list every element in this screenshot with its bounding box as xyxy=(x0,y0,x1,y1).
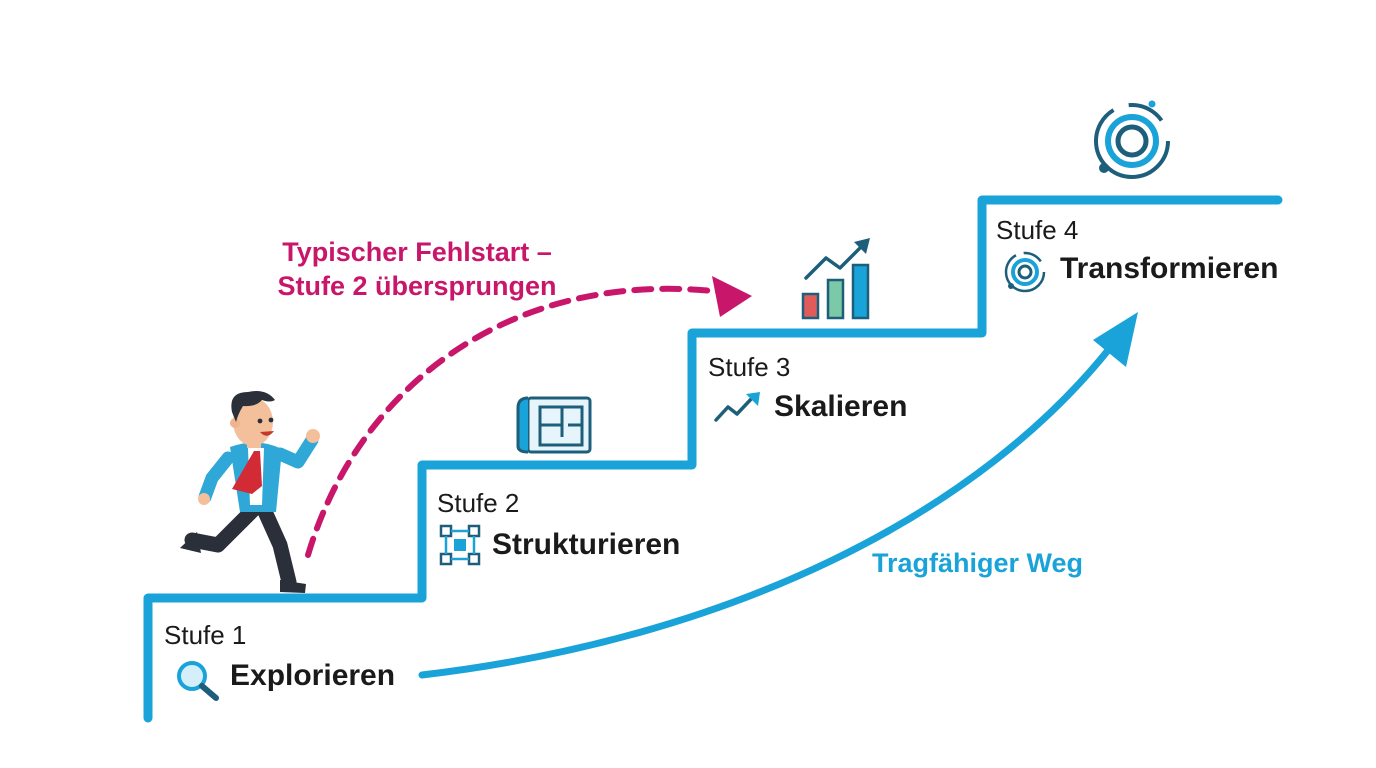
orbit-icon xyxy=(1004,251,1046,293)
stage-4-number: Stufe 4 xyxy=(996,215,1079,245)
structure-grid-icon xyxy=(439,524,481,566)
orbit-icon-large xyxy=(1094,100,1170,179)
stage-4-name: Transformieren xyxy=(1060,252,1279,285)
sustainable-path-label: Tragfähiger Weg xyxy=(872,548,1084,578)
false-start-line-1: Typischer Fehlstart – xyxy=(282,237,552,267)
trend-up-icon xyxy=(714,392,760,422)
false-start-arrow xyxy=(305,285,733,558)
blueprint-icon xyxy=(516,396,592,454)
false-start-line-2: Stufe 2 übersprungen xyxy=(277,271,557,301)
false-start-arrowhead xyxy=(712,276,752,317)
staircase-line xyxy=(143,195,1283,723)
false-start-label: Typischer Fehlstart – Stufe 2 übersprung… xyxy=(262,235,572,303)
stage-3-name: Skalieren xyxy=(774,390,908,423)
bar-chart-icon xyxy=(801,238,870,320)
running-businessman xyxy=(180,391,320,593)
stage-1-name: Explorieren xyxy=(230,659,396,692)
stage-2-number: Stufe 2 xyxy=(437,488,520,518)
sustainable-path-arrowhead xyxy=(1093,312,1138,367)
stage-3-number: Stufe 3 xyxy=(708,352,791,382)
stage-1-number: Stufe 1 xyxy=(164,620,247,650)
magnifier-icon xyxy=(177,661,219,701)
stage-2-name: Strukturieren xyxy=(492,528,681,561)
sustainable-path-arrow xyxy=(418,331,1124,679)
